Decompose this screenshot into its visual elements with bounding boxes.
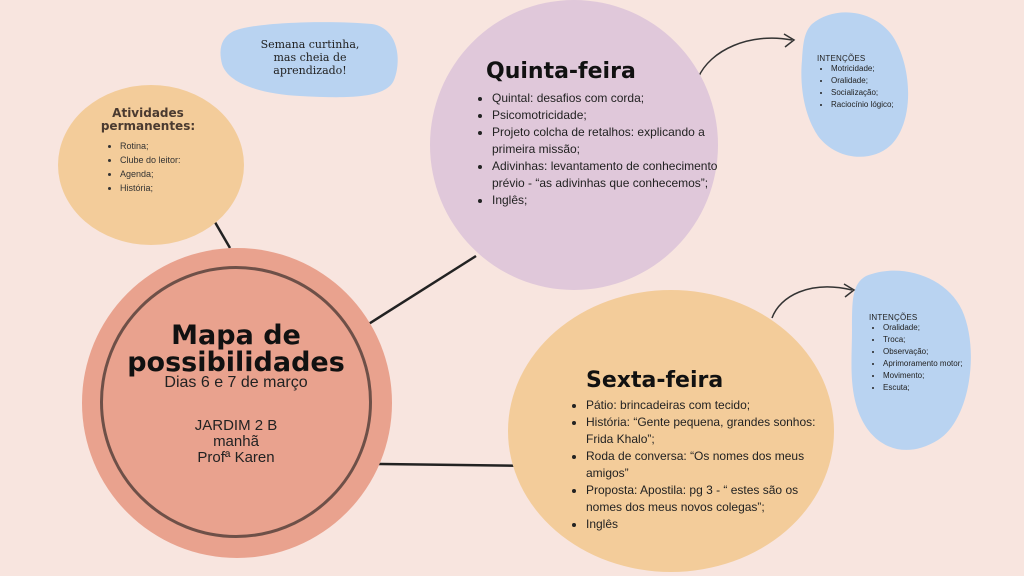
thursday-item: Quintal: desafios com corda; bbox=[492, 90, 718, 107]
friday-list: Pátio: brincadeiras com tecido; História… bbox=[568, 397, 836, 533]
intention-item: Escuta; bbox=[883, 382, 963, 394]
intentions-blob-thursday bbox=[801, 12, 909, 157]
intentions-blob-friday bbox=[851, 270, 971, 450]
arrow-thursday-head bbox=[783, 33, 796, 48]
intention-item: Oralidade; bbox=[831, 75, 894, 87]
intention-item: Raciocínio lógico; bbox=[831, 99, 894, 111]
intentions-list: Oralidade; Troca; Observação; Aprimorame… bbox=[869, 322, 963, 394]
permanent-item: Clube do leitor: bbox=[120, 153, 181, 167]
intention-item: Observação; bbox=[883, 346, 963, 358]
thursday-item: Inglês; bbox=[492, 192, 718, 209]
permanent-item: Agenda; bbox=[120, 167, 181, 181]
intention-item: Oralidade; bbox=[883, 322, 963, 334]
class-info: JARDIM 2 B manhã Profª Karen bbox=[102, 418, 370, 466]
friday-item: Proposta: Apostila: pg 3 - “ estes são o… bbox=[586, 482, 836, 516]
friday-item: Pátio: brincadeiras com tecido; bbox=[586, 397, 836, 414]
permanent-item: Rotina; bbox=[120, 139, 181, 153]
intention-item: Movimento; bbox=[883, 370, 963, 382]
intention-item: Motricidade; bbox=[831, 63, 894, 75]
map-title: Mapa de possibilidades bbox=[127, 320, 345, 378]
permanent-list: Rotina; Clube do leitor: Agenda; Históri… bbox=[102, 139, 181, 195]
intention-item: Troca; bbox=[883, 334, 963, 346]
arrow-thursday bbox=[697, 37, 793, 79]
friday-title: Sexta-feira bbox=[586, 368, 724, 393]
thursday-list: Quintal: desafios com corda; Psicomotric… bbox=[474, 90, 718, 209]
shift-line: manhã bbox=[213, 433, 259, 450]
intentions-friday: INTENÇÕES Oralidade; Troca; Observação; … bbox=[869, 313, 963, 394]
connector-thursday bbox=[355, 254, 477, 334]
note-blob bbox=[220, 22, 398, 98]
class-line: JARDIM 2 B bbox=[194, 417, 278, 434]
intention-item: Socialização; bbox=[831, 87, 894, 99]
arrow-friday bbox=[771, 286, 853, 319]
thursday-item: Psicomotricidade; bbox=[492, 107, 718, 124]
teacher-line: Profª Karen bbox=[197, 449, 275, 466]
connector-friday bbox=[377, 462, 537, 468]
arrow-friday-head bbox=[843, 283, 856, 298]
central-ring bbox=[100, 266, 372, 538]
intentions-thursday: INTENÇÕES Motricidade; Oralidade; Social… bbox=[817, 54, 894, 111]
note-text: Semana curtinha, mas cheia de aprendizad… bbox=[260, 38, 360, 77]
friday-item: Roda de conversa: “Os nomes dos meus ami… bbox=[586, 448, 836, 482]
permanent-activities-bubble bbox=[58, 85, 244, 245]
intentions-title: INTENÇÕES bbox=[869, 313, 918, 322]
thursday-item: Adivinhas: levantamento de conhecimento … bbox=[492, 158, 718, 192]
thursday-title: Quinta-feira bbox=[486, 59, 636, 84]
intentions-list: Motricidade; Oralidade; Socialização; Ra… bbox=[817, 63, 894, 111]
intention-item: Aprimoramento motor; bbox=[883, 358, 963, 370]
thursday-item: Projeto colcha de retalhos: explicando a… bbox=[492, 124, 718, 158]
intentions-title: INTENÇÕES bbox=[817, 54, 866, 63]
permanent-item: História; bbox=[120, 181, 181, 195]
friday-item: Inglês bbox=[586, 516, 836, 533]
map-dates: Dias 6 e 7 de março bbox=[164, 374, 308, 391]
thursday-bubble bbox=[430, 0, 718, 290]
friday-item: História: “Gente pequena, grandes sonhos… bbox=[586, 414, 836, 448]
friday-bubble bbox=[508, 290, 834, 572]
permanent-title: Atividades permanentes: bbox=[100, 106, 196, 133]
